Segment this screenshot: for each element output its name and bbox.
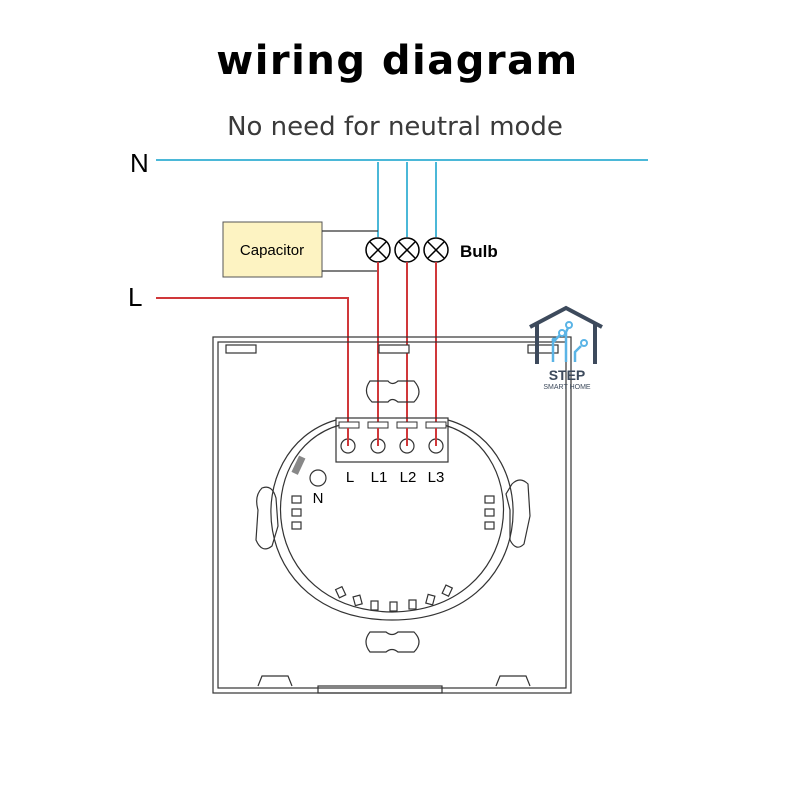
ring-latch [291,455,306,475]
live-wire [156,297,349,427]
bulb-2 [394,237,420,263]
logo-tagline: SMART HOME [543,384,591,391]
capacitor [222,221,323,278]
terminal-label-l1: L1 [371,469,388,486]
capacitor-label: Capacitor [240,242,304,259]
switch-backplate [212,336,572,694]
logo-name: STEP [549,367,586,383]
terminal-label-l: L [346,469,354,486]
bulb-1 [365,237,391,263]
bulb-3 [423,237,449,263]
bulb-label: Bulb [460,242,498,261]
terminal-label-l3: L3 [428,469,445,486]
diagram-title: wiring diagram [216,38,579,84]
diagram-subtitle: No need for neutral mode [227,112,563,142]
house-icon [529,305,603,364]
live-label: L [128,282,142,312]
step-logo: STEP SMART HOME [529,305,603,391]
switch-neutral-label: N [313,490,324,507]
terminal-label-l2: L2 [400,469,417,486]
neutral-label: N [130,148,149,178]
